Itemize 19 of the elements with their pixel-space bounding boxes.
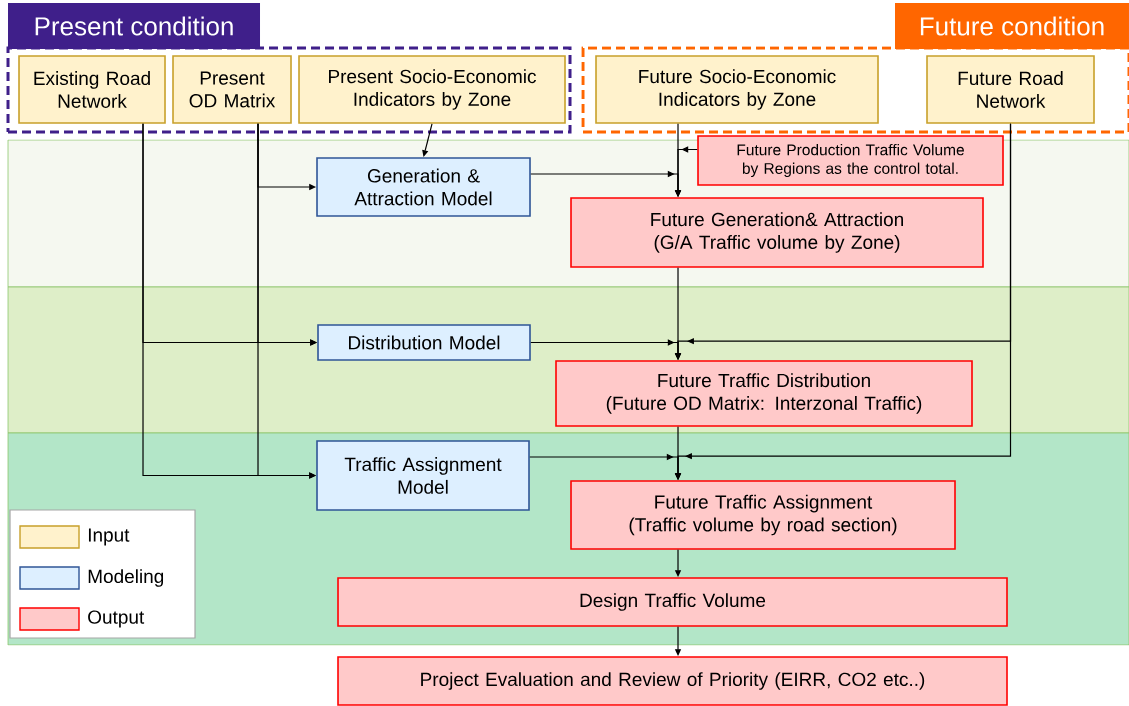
output-box: Future Production Traffic Volume by Regions as the control total. — [697, 135, 1004, 186]
output-box: Future Traffic Assignment (Traffic volume by road section) — [570, 480, 956, 550]
model-box: Generation & Attraction Model — [316, 157, 531, 217]
legend-label: Input — [88, 528, 130, 546]
output-box: Future Generation& Attraction (G/A Traffic volume by Zone) — [570, 197, 984, 268]
legend-label: Modeling — [88, 569, 164, 587]
output-box: Project Evaluation and Review of Priority (EIRR, CO2 etc..) — [337, 656, 1008, 706]
heading-tab: Present condition — [8, 3, 260, 49]
legend-label: Output — [88, 610, 145, 628]
input-box: Future Socio-Economic Indicators by Zone — [595, 55, 879, 124]
input-box: Existing Road Network — [18, 55, 166, 124]
input-box: Present OD Matrix — [172, 55, 292, 124]
input-box: Present Socio-Economic Indicators by Zone — [298, 55, 566, 124]
model-box: Distribution Model — [317, 324, 531, 361]
input-box: Future Road Network — [926, 55, 1095, 124]
output-box: Future Traffic Distribution (Future OD Matrix: Interzonal Traffic) — [555, 360, 973, 427]
heading-tab: Future condition — [895, 3, 1129, 49]
output-box: Design Traffic Volume — [337, 577, 1008, 627]
model-box: Traffic Assignment Model — [316, 440, 530, 511]
